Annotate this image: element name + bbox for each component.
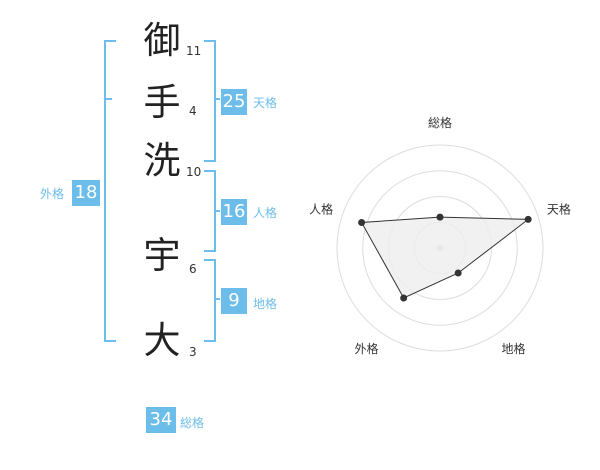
radar-point xyxy=(436,213,444,221)
radar-point xyxy=(400,294,408,302)
stroke-count-2: 4 xyxy=(189,104,197,118)
gaikaku-badge: 18 xyxy=(72,180,100,206)
chikaku-badge: 9 xyxy=(221,288,247,314)
tenkaku-bracket-tick xyxy=(214,98,220,100)
name-char-4: 宇 xyxy=(143,234,181,277)
radar-ring xyxy=(336,144,544,352)
radar-point xyxy=(524,215,532,223)
name-char-5: 大 xyxy=(143,319,181,362)
gaikaku-label: 外格 xyxy=(40,187,65,201)
gaikaku-bracket xyxy=(104,40,116,342)
chikaku-bracket-tick xyxy=(214,298,220,300)
radar-point xyxy=(454,269,462,277)
radar-points xyxy=(358,213,532,302)
radar-axis-label: 地格 xyxy=(501,341,525,356)
name-char-1: 御 xyxy=(143,19,181,62)
soukaku-badge: 34 xyxy=(146,407,176,433)
radar-ring xyxy=(362,170,518,326)
radar-point xyxy=(358,219,366,227)
stroke-count-5: 3 xyxy=(189,345,197,359)
radar-axis-label: 天格 xyxy=(547,201,571,216)
jinkaku-badge: 16 xyxy=(221,199,247,225)
tenkaku-label: 天格 xyxy=(253,96,278,110)
stroke-count-1: 11 xyxy=(186,44,202,58)
name-char-3: 洗 xyxy=(143,139,181,182)
chikaku-bracket xyxy=(204,259,216,342)
radar-axis-label: 外格 xyxy=(355,341,379,356)
radar-axis-label: 人格 xyxy=(309,201,333,216)
name-char-2: 手 xyxy=(143,81,181,124)
tenkaku-bracket xyxy=(204,40,216,162)
radar-axis-label: 総格 xyxy=(428,115,452,130)
soukaku-label: 総格 xyxy=(180,416,205,430)
chikaku-label: 地格 xyxy=(253,297,278,311)
radar-polygon xyxy=(360,216,530,299)
gaikaku-bracket-tick xyxy=(106,98,112,100)
jinkaku-bracket-tick xyxy=(214,210,220,212)
stroke-count-4: 6 xyxy=(189,262,197,276)
tenkaku-badge: 25 xyxy=(221,89,247,115)
jinkaku-label: 人格 xyxy=(253,206,278,220)
stroke-count-3: 10 xyxy=(186,165,202,179)
